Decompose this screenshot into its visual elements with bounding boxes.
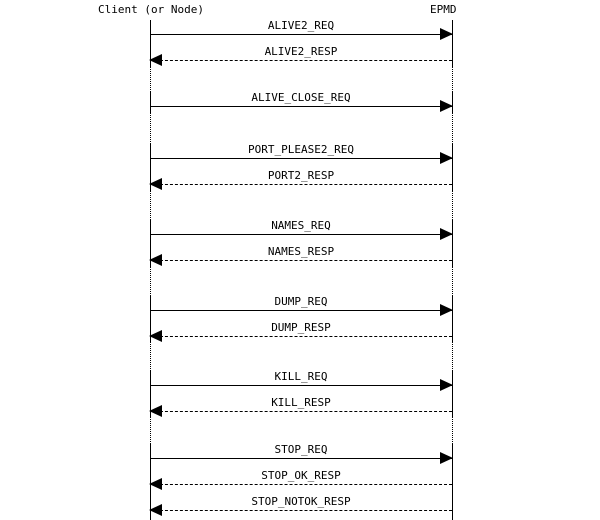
lifeline-client-segment bbox=[150, 371, 151, 417]
lifeline-epmd-segment bbox=[452, 417, 453, 444]
message-label: KILL_RESP bbox=[271, 396, 331, 409]
message-line bbox=[150, 336, 452, 337]
lifeline-client-segment bbox=[150, 112, 151, 144]
lifeline-client-segment bbox=[150, 266, 151, 296]
arrow-left-icon bbox=[149, 478, 162, 490]
lifeline-client-segment bbox=[150, 66, 151, 92]
arrow-left-icon bbox=[149, 504, 162, 516]
lifeline-epmd-segment bbox=[452, 66, 453, 92]
message-line bbox=[150, 484, 452, 485]
lifeline-client-segment bbox=[150, 92, 151, 112]
lifeline-client-segment bbox=[150, 144, 151, 190]
message-line bbox=[150, 458, 452, 459]
arrow-left-icon bbox=[149, 405, 162, 417]
lifeline-epmd-segment bbox=[452, 190, 453, 220]
arrow-right-icon bbox=[440, 100, 453, 112]
lifeline-epmd-segment bbox=[452, 112, 453, 144]
message-line bbox=[150, 411, 452, 412]
message-line bbox=[150, 184, 452, 185]
lifeline-epmd-segment bbox=[452, 444, 453, 520]
arrow-right-icon bbox=[440, 28, 453, 40]
message-line bbox=[150, 510, 452, 511]
message-label: ALIVE_CLOSE_REQ bbox=[251, 91, 351, 104]
arrow-right-icon bbox=[440, 228, 453, 240]
message-label: STOP_NOTOK_RESP bbox=[251, 495, 351, 508]
arrow-right-icon bbox=[440, 152, 453, 164]
lifeline-epmd-segment bbox=[452, 266, 453, 296]
arrow-right-icon bbox=[440, 304, 453, 316]
arrow-left-icon bbox=[149, 54, 162, 66]
lifeline-client-segment bbox=[150, 342, 151, 371]
message-line bbox=[150, 106, 452, 107]
message-label: ALIVE2_RESP bbox=[264, 45, 338, 58]
message-label: NAMES_RESP bbox=[267, 245, 335, 258]
message-label: PORT2_RESP bbox=[267, 169, 335, 182]
lifeline-client-segment bbox=[150, 296, 151, 342]
lifeline-client-segment bbox=[150, 220, 151, 266]
message-line bbox=[150, 60, 452, 61]
lifeline-epmd-segment bbox=[452, 296, 453, 342]
lifeline-client-segment bbox=[150, 190, 151, 220]
arrow-left-icon bbox=[149, 330, 162, 342]
lifeline-epmd-segment bbox=[452, 20, 453, 66]
message-label: NAMES_REQ bbox=[271, 219, 331, 232]
lifeline-client-segment bbox=[150, 20, 151, 66]
lifeline-epmd-segment bbox=[452, 371, 453, 417]
participant-label-epmd: EPMD bbox=[430, 3, 457, 16]
participant-label-client: Client (or Node) bbox=[98, 3, 204, 16]
message-line bbox=[150, 310, 452, 311]
lifeline-epmd-segment bbox=[452, 342, 453, 371]
arrow-right-icon bbox=[440, 452, 453, 464]
message-label: DUMP_REQ bbox=[274, 295, 328, 308]
arrow-left-icon bbox=[149, 178, 162, 190]
message-label: PORT_PLEASE2_REQ bbox=[248, 143, 354, 156]
arrow-left-icon bbox=[149, 254, 162, 266]
message-line bbox=[150, 385, 452, 386]
message-line bbox=[150, 158, 452, 159]
lifeline-client-segment bbox=[150, 417, 151, 444]
message-label: KILL_REQ bbox=[274, 370, 328, 383]
message-line bbox=[150, 234, 452, 235]
message-label: STOP_REQ bbox=[274, 443, 328, 456]
arrow-right-icon bbox=[440, 379, 453, 391]
message-label: DUMP_RESP bbox=[271, 321, 331, 334]
lifeline-epmd-segment bbox=[452, 220, 453, 266]
message-label: STOP_OK_RESP bbox=[261, 469, 341, 482]
message-line bbox=[150, 260, 452, 261]
message-label: ALIVE2_REQ bbox=[267, 19, 335, 32]
lifeline-epmd-segment bbox=[452, 144, 453, 190]
message-line bbox=[150, 34, 452, 35]
